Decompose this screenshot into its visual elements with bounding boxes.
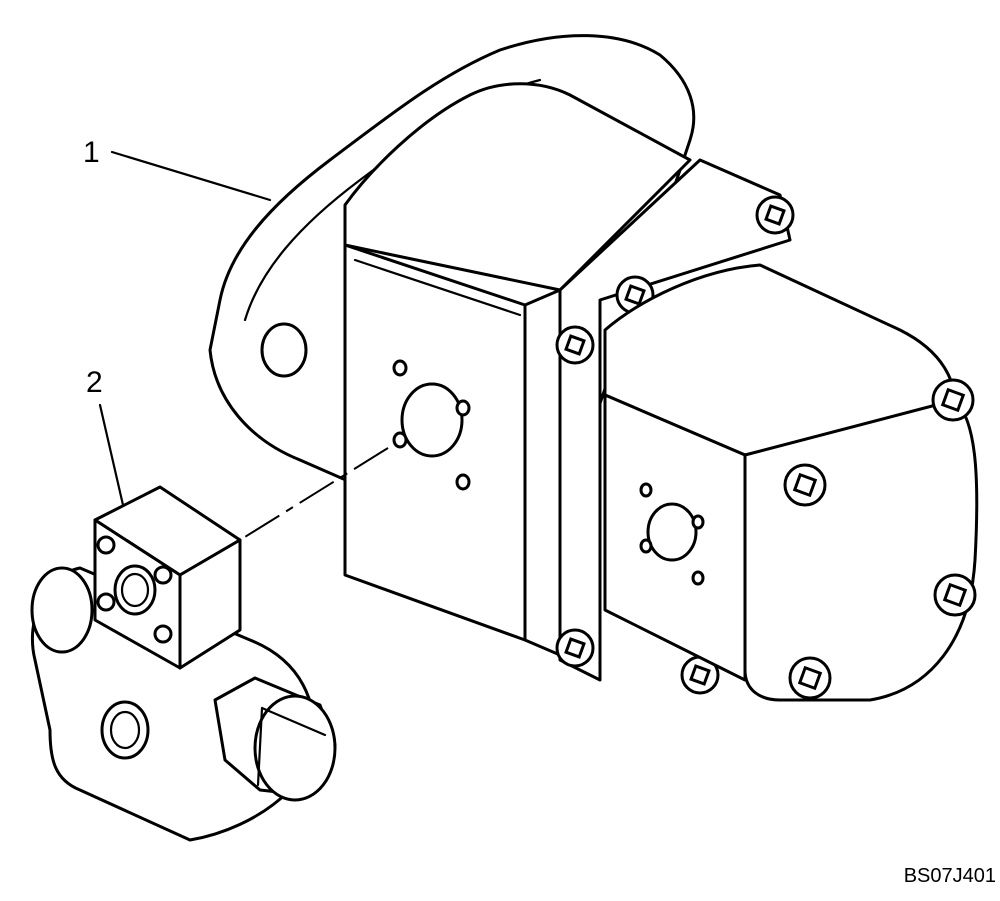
alignment-line <box>231 447 389 546</box>
valve-block-assembly <box>30 403 337 842</box>
flange-hole <box>260 322 308 378</box>
callout-2: 2 <box>86 366 103 399</box>
front-body-side <box>523 288 562 657</box>
end-cap-bolt-icon <box>783 378 977 700</box>
reference-code: BS07J401 <box>903 865 996 887</box>
pump-assembly <box>110 34 979 702</box>
front-body-top <box>343 82 692 292</box>
valve-side-port <box>100 700 150 760</box>
middle-plate-bolt-icon <box>555 195 795 695</box>
front-port <box>400 382 464 458</box>
callout-1: 1 <box>83 136 100 169</box>
leader-line-2 <box>98 403 125 507</box>
valve-mount-side <box>178 538 242 670</box>
leader-line-1 <box>110 150 272 202</box>
rear-end-cap <box>743 398 979 702</box>
rear-port <box>646 502 698 562</box>
